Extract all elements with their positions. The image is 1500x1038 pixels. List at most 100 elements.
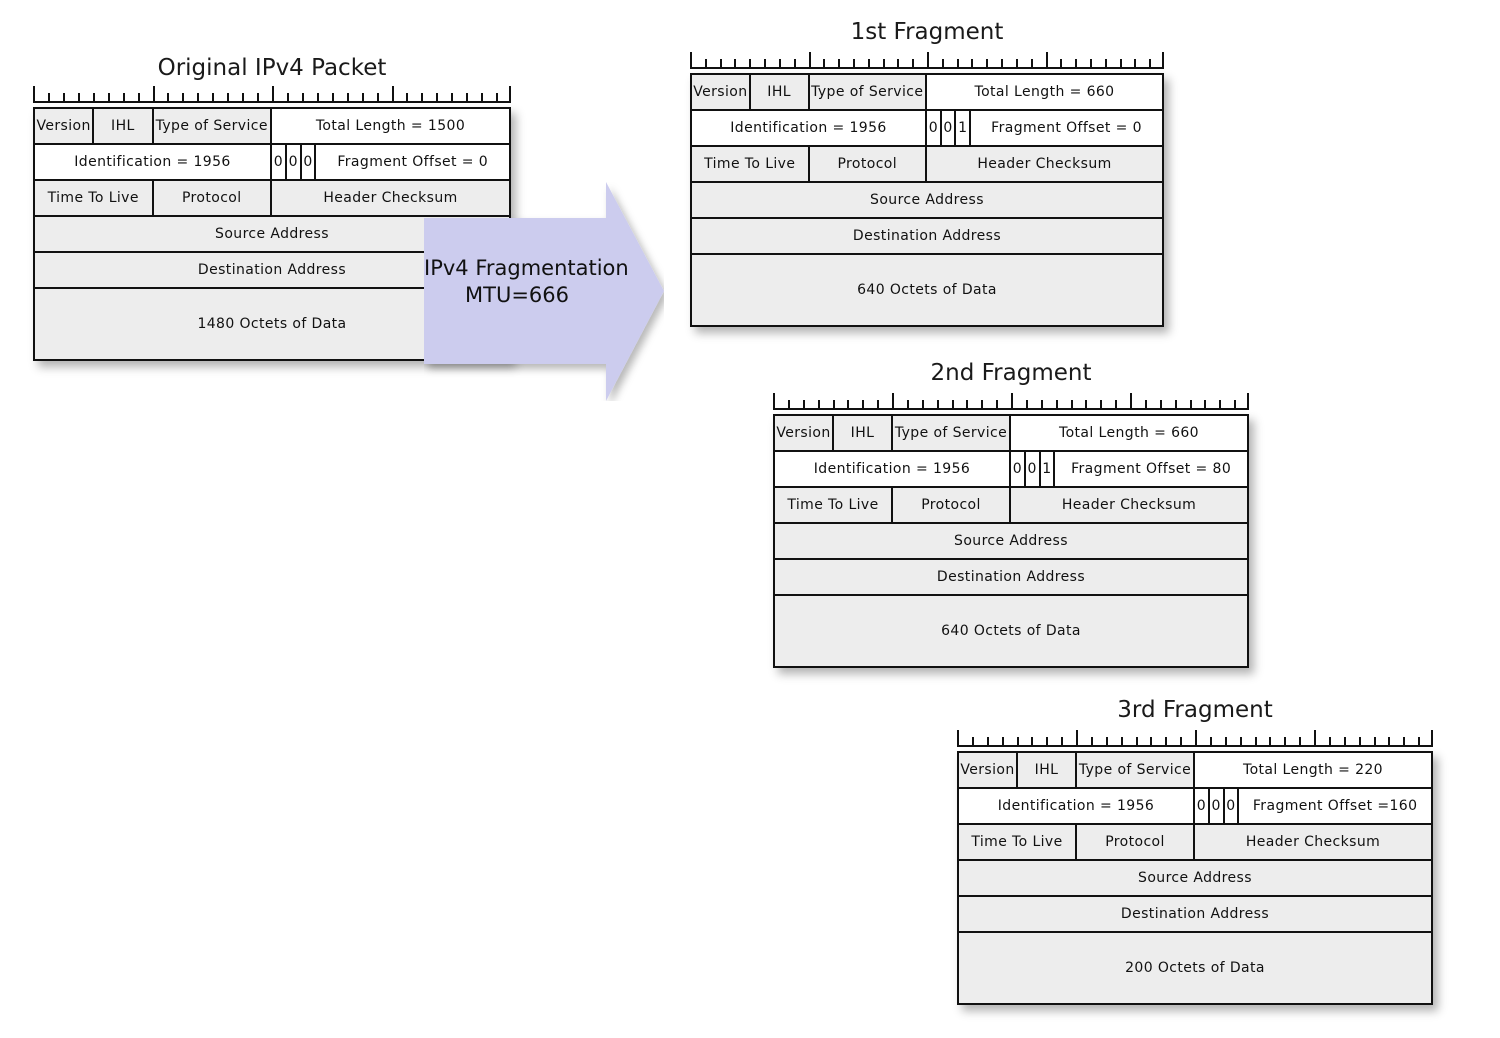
ruler-tick-minor bbox=[107, 93, 110, 101]
ruler-tick-minor bbox=[882, 59, 885, 67]
flag-bit-cell: 0 bbox=[301, 145, 317, 179]
flag-bit-cell: 0 bbox=[272, 145, 287, 179]
ruler-tick-minor bbox=[936, 400, 939, 408]
ruler-tick-minor bbox=[421, 93, 424, 101]
ruler-tick-minor bbox=[996, 400, 999, 408]
flag-bit-cell: 0 bbox=[1195, 789, 1210, 823]
header-field-cell: Total Length = 220 bbox=[1195, 753, 1431, 787]
arrow-shape bbox=[424, 182, 664, 401]
ruler-tick-major bbox=[927, 52, 929, 67]
ruler-tick-minor bbox=[227, 93, 230, 101]
ruler-tick-minor bbox=[1189, 400, 1192, 408]
ruler-tick-minor bbox=[1144, 400, 1147, 408]
ruler-tick-minor bbox=[734, 59, 737, 67]
ruler-tick-minor bbox=[1040, 400, 1043, 408]
header-field-cell: Protocol bbox=[809, 147, 927, 181]
ruler-tick-minor bbox=[406, 93, 409, 101]
bit-ruler bbox=[690, 52, 1164, 69]
ruler-tick-major bbox=[33, 86, 35, 101]
ruler-tick-minor bbox=[1328, 737, 1331, 745]
flag-bit-cell: 0 bbox=[1209, 789, 1225, 823]
ruler-tick-major bbox=[1076, 730, 1078, 745]
ruler-tick-minor bbox=[1015, 59, 1018, 67]
ruler-tick-major bbox=[1130, 393, 1132, 408]
ruler-tick-minor bbox=[466, 93, 469, 101]
header-field-cell: IHL bbox=[1018, 753, 1077, 787]
header-field-cell: Version bbox=[959, 753, 1018, 787]
ruler-tick-minor bbox=[832, 400, 835, 408]
ruler-tick-major bbox=[391, 86, 394, 101]
header-field-cell: Version bbox=[775, 416, 834, 450]
ruler-tick-minor bbox=[1085, 400, 1088, 408]
ruler-tick-minor bbox=[242, 93, 245, 101]
header-field-cell: Time To Live bbox=[35, 181, 154, 215]
ruler-tick-minor bbox=[966, 400, 969, 408]
ruler-tick-minor bbox=[1299, 737, 1302, 745]
ruler-tick-minor bbox=[1174, 400, 1177, 408]
ruler-tick-minor bbox=[956, 59, 959, 67]
ruler-tick-minor bbox=[436, 93, 439, 101]
packet-row: Source Address bbox=[692, 183, 1162, 219]
ruler-tick-minor bbox=[793, 59, 796, 67]
flag-bit-cell: 0 bbox=[1025, 452, 1041, 486]
packet-title: 2nd Fragment bbox=[930, 360, 1092, 386]
header-field-cell: Source Address bbox=[775, 524, 1247, 558]
bit-ruler bbox=[33, 86, 511, 103]
ruler-tick-minor bbox=[1105, 737, 1108, 745]
ruler-tick-minor bbox=[1090, 737, 1093, 745]
ruler-tick-minor bbox=[1070, 400, 1073, 408]
ruler-tick-minor bbox=[749, 59, 752, 67]
packet-row: 640 Octets of Data bbox=[775, 596, 1247, 666]
header-field-cell: 640 Octets of Data bbox=[775, 596, 1247, 666]
fragmentation-arrow: IPv4 Fragmentation MTU=666 bbox=[424, 182, 664, 401]
header-field-cell: Protocol bbox=[1077, 825, 1195, 859]
ruler-tick-minor bbox=[1234, 400, 1237, 408]
header-field-cell: Fragment Offset =160 bbox=[1239, 789, 1431, 823]
packet-row: Source Address bbox=[775, 524, 1247, 560]
ruler-tick-minor bbox=[971, 59, 974, 67]
header-field-cell: Header Checksum bbox=[1011, 488, 1247, 522]
header-field-cell: Destination Address bbox=[775, 560, 1247, 594]
ruler-tick-minor bbox=[316, 93, 319, 101]
ruler-tick-minor bbox=[1001, 59, 1004, 67]
ruler-tick-minor bbox=[1061, 737, 1064, 745]
ruler-tick-minor bbox=[167, 93, 170, 101]
ruler-tick-minor bbox=[778, 59, 781, 67]
ruler-tick-major bbox=[272, 86, 274, 101]
ruler-tick-minor bbox=[981, 400, 984, 408]
header-field-cell: Protocol bbox=[153, 181, 272, 215]
ruler-tick-minor bbox=[47, 93, 50, 101]
packet-row: Destination Address bbox=[775, 560, 1247, 596]
ruler-tick-minor bbox=[77, 93, 80, 101]
flag-bit-cell: 0 bbox=[1011, 452, 1026, 486]
ruler-tick-minor bbox=[451, 93, 454, 101]
ruler-tick-minor bbox=[906, 400, 909, 408]
ruler-tick-minor bbox=[1159, 400, 1162, 408]
ruler-tick-minor bbox=[1254, 737, 1257, 745]
ruler-tick-major bbox=[509, 86, 511, 101]
flag-bit-cell: 0 bbox=[941, 111, 957, 145]
flag-bit-cell: 0 bbox=[1224, 789, 1240, 823]
header-field-cell: Identification = 1956 bbox=[35, 145, 272, 179]
header-field-cell: Destination Address bbox=[692, 219, 1162, 253]
ruler-tick-minor bbox=[212, 93, 215, 101]
ruler-tick-minor bbox=[951, 400, 954, 408]
ruler-tick-minor bbox=[1224, 737, 1227, 745]
ruler-tick-minor bbox=[719, 59, 722, 67]
header-field-cell: Type of Service bbox=[809, 75, 927, 109]
packet-row: Source Address bbox=[959, 861, 1431, 897]
header-field-cell: Source Address bbox=[959, 861, 1431, 895]
header-field-cell: 200 Octets of Data bbox=[959, 933, 1431, 1003]
ruler-tick-major bbox=[773, 393, 775, 408]
packet-title: 1st Fragment bbox=[850, 19, 1004, 45]
ruler-tick-minor bbox=[1150, 737, 1153, 745]
ruler-tick-minor bbox=[361, 93, 364, 101]
